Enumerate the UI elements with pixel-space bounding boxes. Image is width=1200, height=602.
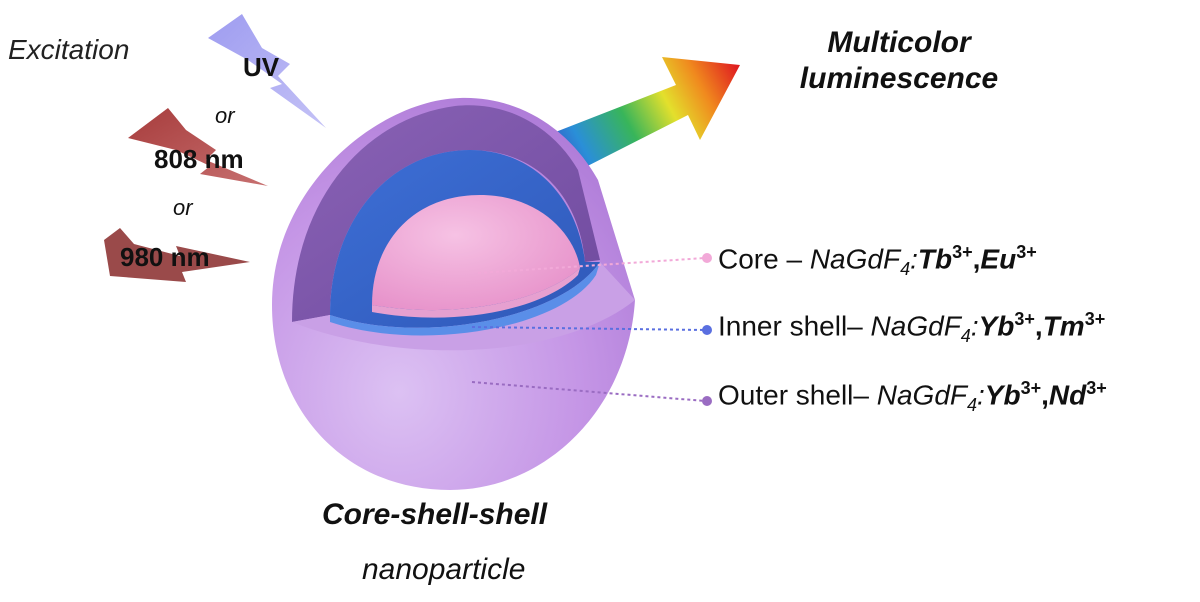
or-label-1: or bbox=[215, 103, 235, 128]
inner-dot bbox=[702, 325, 712, 335]
output-line-2: luminescence bbox=[799, 62, 999, 95]
particle-title: Core-shell-shell bbox=[322, 498, 548, 531]
particle-subtitle: nanoparticle bbox=[362, 553, 526, 586]
output-label: Multicolor luminescence bbox=[784, 25, 1014, 97]
core-leader-line bbox=[477, 257, 706, 274]
outer-shell-label: Outer shell– NaGdF4:Yb3+,Nd3+ bbox=[718, 378, 1107, 415]
808nm-label: 808 nm bbox=[154, 144, 244, 174]
excitation-label: Excitation bbox=[8, 34, 130, 65]
output-line-1: Multicolor bbox=[827, 26, 971, 59]
luminescence-arrow bbox=[535, 57, 740, 180]
uv-bolt-icon bbox=[208, 14, 326, 128]
nanoparticle-icon bbox=[272, 97, 635, 490]
uv-label: UV bbox=[243, 52, 280, 82]
980nm-bolt-icon bbox=[104, 228, 250, 282]
inner-leader-line bbox=[471, 326, 706, 331]
inner-shell-label: Inner shell– NaGdF4:Yb3+,Tm3+ bbox=[718, 309, 1106, 346]
or-label-2: or bbox=[173, 195, 193, 220]
outer-leader-line bbox=[471, 381, 706, 402]
outer-dot bbox=[702, 396, 712, 406]
980nm-label: 980 nm bbox=[120, 242, 210, 272]
core-layer-label: Core – NaGdF4:Tb3+,Eu3+ bbox=[718, 242, 1037, 279]
core-dot bbox=[702, 253, 712, 263]
808nm-bolt-icon bbox=[128, 108, 268, 186]
